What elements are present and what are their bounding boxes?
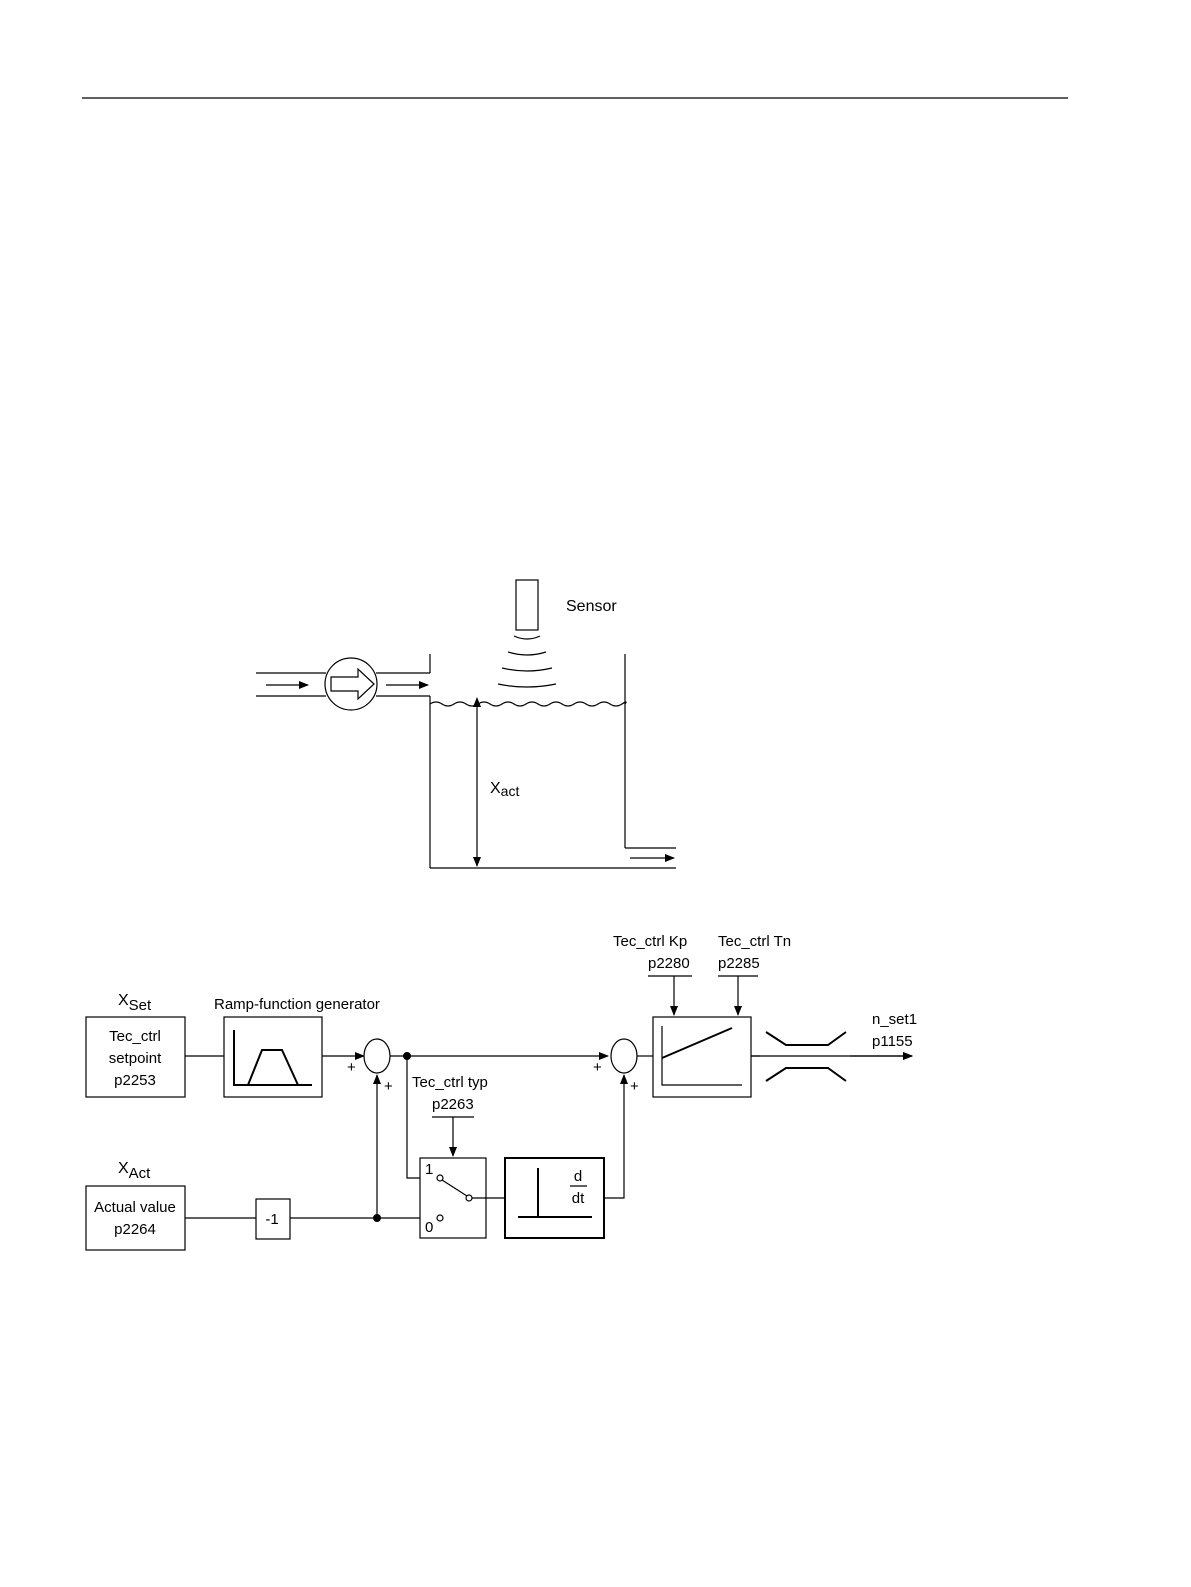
setpoint-line-2: setpoint: [109, 1050, 162, 1067]
sum1-plus-a: +: [347, 1059, 356, 1076]
level-label: Xact: [490, 780, 519, 799]
summing-point-2: [611, 1039, 637, 1073]
water-surface: [430, 702, 626, 706]
kp-label: Tec_ctrl Kp: [613, 933, 687, 950]
kp-param: p2280: [648, 955, 690, 972]
xact-label: XAct: [118, 1160, 151, 1182]
typ-label: Tec_ctrl typ: [412, 1074, 488, 1091]
deriv-num: d: [574, 1168, 582, 1185]
typ-param: p2263: [432, 1096, 474, 1113]
switch-pos-0: 0: [425, 1219, 433, 1236]
tank-schematic: Sensor Xact: [256, 580, 676, 868]
deriv-den: dt: [572, 1190, 585, 1207]
setpoint-line-1: Tec_ctrl: [109, 1028, 161, 1045]
sensor-waves: [498, 636, 556, 687]
actual-value-box: [86, 1186, 185, 1250]
xset-label: XSet: [118, 992, 152, 1014]
block-diagram: XSet Tec_ctrl setpoint p2253 Ramp-functi…: [86, 933, 917, 1250]
sum2-plus-b: +: [630, 1078, 639, 1095]
sum2-plus-a: +: [593, 1059, 602, 1076]
output-param: p1155: [872, 1033, 913, 1050]
actual-line-2: p2264: [114, 1221, 156, 1238]
inverter-label: -1: [265, 1211, 278, 1228]
summing-point-1: [364, 1039, 390, 1073]
derivative-box: [505, 1158, 604, 1238]
tn-label: Tec_ctrl Tn: [718, 933, 791, 950]
tn-param: p2285: [718, 955, 760, 972]
setpoint-line-3: p2253: [114, 1072, 156, 1089]
sum1-plus-b: +: [384, 1078, 393, 1095]
sensor-label: Sensor: [566, 598, 617, 615]
switch-pos-1: 1: [425, 1161, 433, 1178]
sensor-icon: [516, 580, 538, 630]
pump-icon: [325, 658, 377, 710]
actual-line-1: Actual value: [94, 1199, 176, 1216]
ramp-label: Ramp-function generator: [214, 996, 380, 1013]
output-label: n_set1: [872, 1011, 917, 1028]
